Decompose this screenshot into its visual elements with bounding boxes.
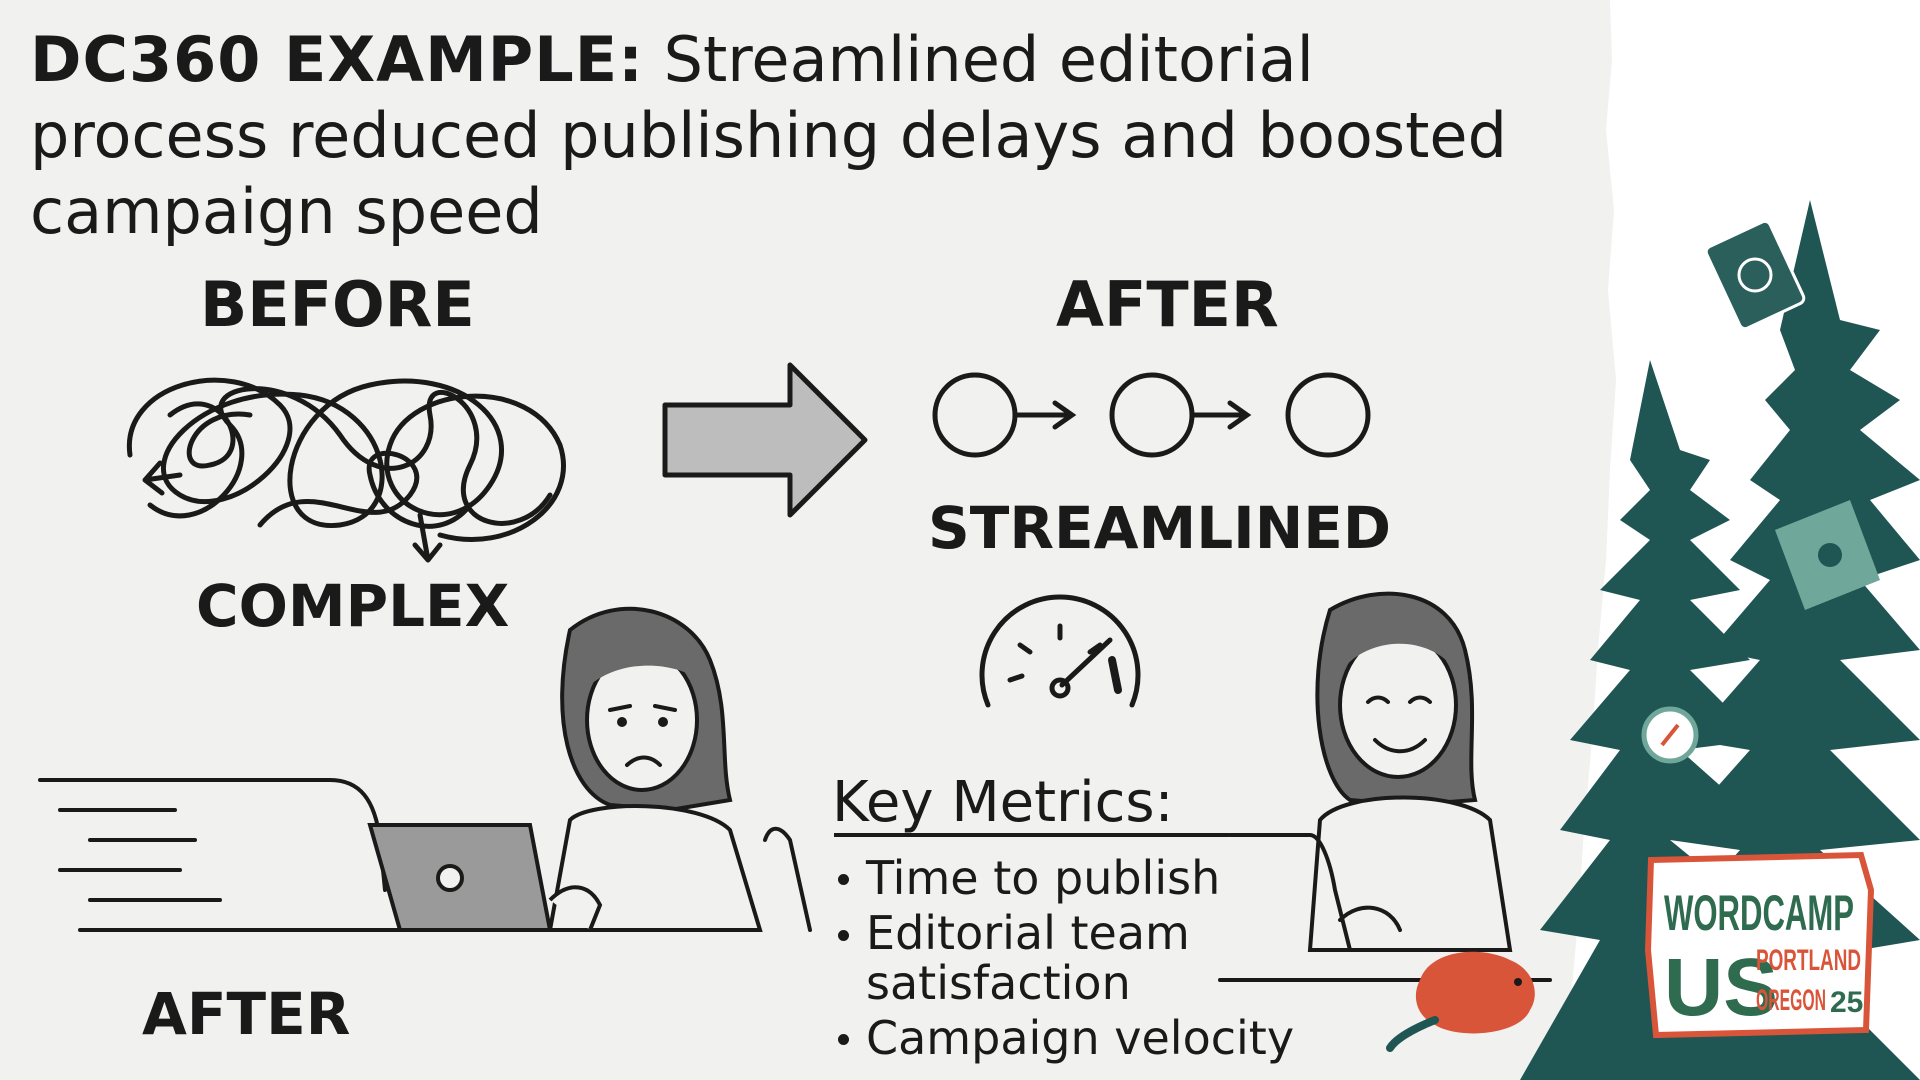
key-metrics-underline — [834, 833, 1229, 837]
after-bottom-label: AFTER — [142, 980, 351, 1048]
wordpress-book-icon — [1704, 219, 1806, 331]
right-arrow-icon — [662, 362, 868, 518]
after-top-label: AFTER — [1056, 268, 1279, 341]
frowning-woman-illustration — [38, 606, 812, 932]
three-step-flow-icon — [932, 372, 1371, 458]
speedometer-icon — [979, 594, 1141, 708]
before-label: BEFORE — [200, 268, 475, 341]
metric-item: Campaign velocity — [836, 1012, 1326, 1064]
logo-state-text: OREGON — [1756, 984, 1826, 1017]
streamlined-label: STREAMLINED — [928, 494, 1392, 562]
title-text: Streamlined editorial process reduced pu… — [30, 23, 1507, 248]
complex-label: COMPLEX — [196, 572, 510, 640]
compass-icon — [1641, 706, 1699, 764]
key-metrics-heading: Key Metrics: — [832, 770, 1174, 835]
logo-us-text: US — [1664, 942, 1778, 1033]
metric-item: Editorial team satisfaction — [836, 908, 1326, 1008]
beaver-icon — [1386, 951, 1535, 1052]
wordcamp-us-logo: WORDCAMP US PORTLAND OREGON 25 — [1644, 851, 1875, 1039]
metric-item: Time to publish — [836, 852, 1326, 904]
logo-city-text: PORTLAND — [1756, 944, 1861, 977]
tangled-lines-icon — [126, 377, 566, 563]
logo-wordcamp-text: WORDCAMP — [1664, 885, 1854, 941]
slide-title: DC360 EXAMPLE: Streamlined editorial pro… — [30, 22, 1570, 250]
logo-year-text: 25 — [1830, 986, 1863, 1019]
title-lead: DC360 EXAMPLE: — [30, 23, 644, 96]
key-metrics-list: Time to publish Editorial team satisfact… — [836, 852, 1326, 1068]
smiling-woman-illustration — [1218, 591, 1552, 982]
map-icon — [1775, 500, 1880, 610]
